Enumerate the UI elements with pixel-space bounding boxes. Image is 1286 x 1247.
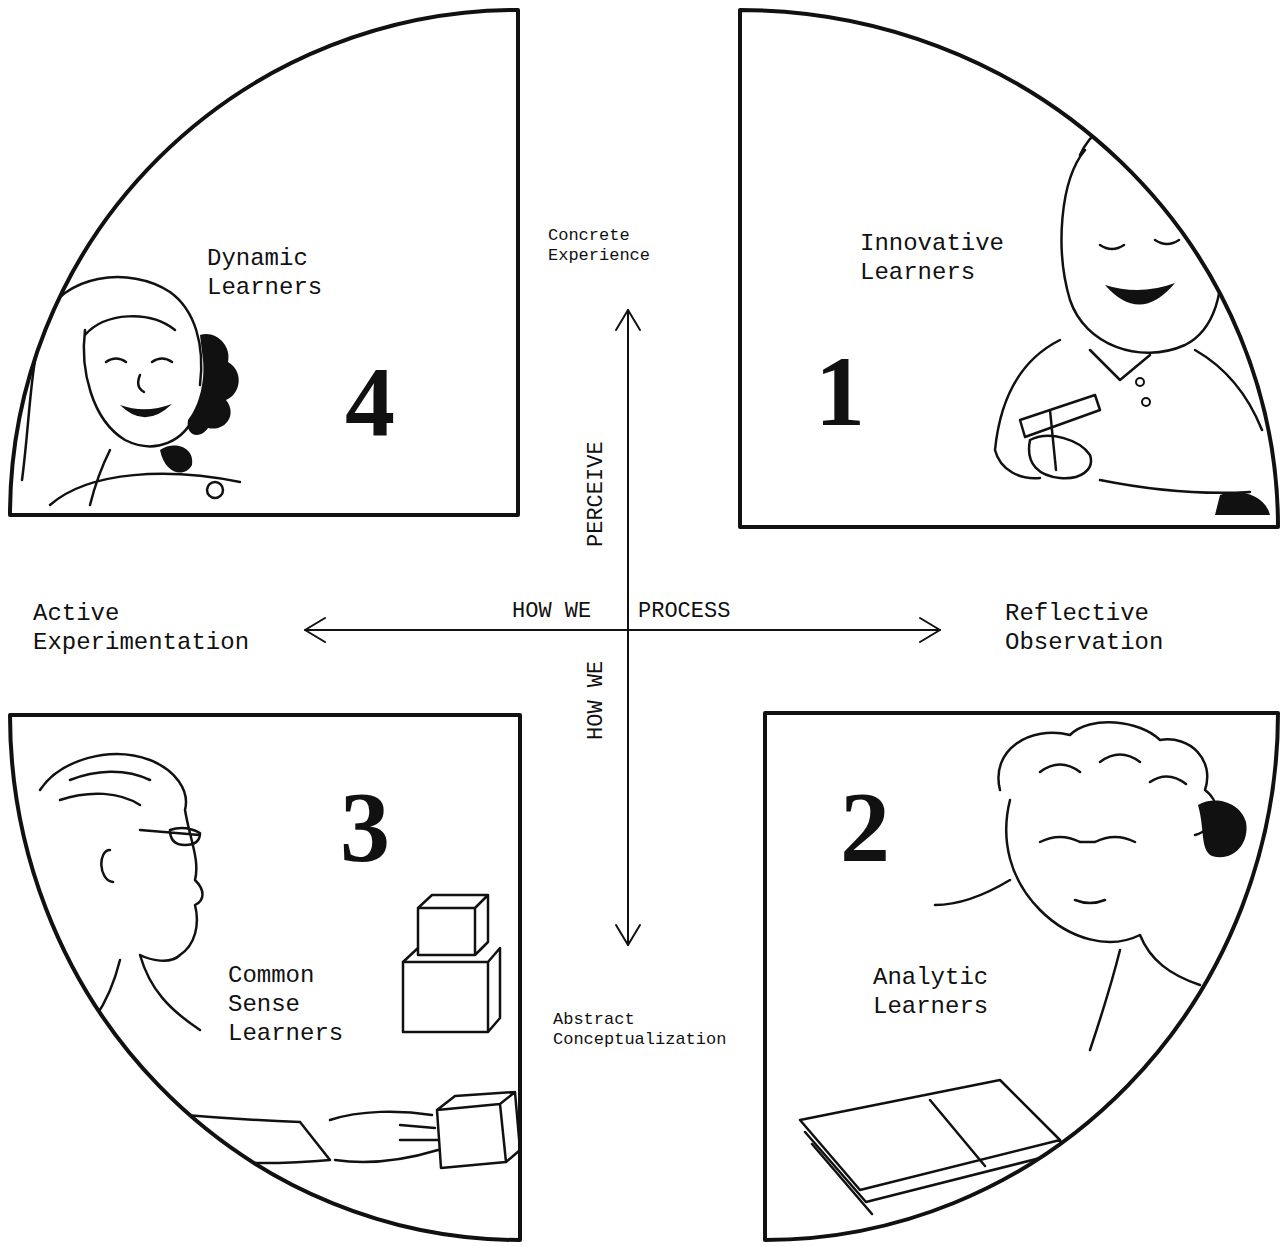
- perceive-axis: [627, 310, 629, 945]
- quadrant-outline: [740, 10, 1278, 527]
- axis-label: HOW WE: [512, 599, 591, 625]
- hair-shading: [160, 334, 239, 473]
- learner-quadrant: Analytic Learners 2: [765, 713, 1278, 1240]
- axis-label: PERCEIVE: [584, 441, 610, 547]
- arrow-head: [616, 925, 640, 945]
- man-figure: [40, 754, 520, 1220]
- learner-quadrant: Dynamic Learners4: [10, 10, 518, 515]
- arrow-head: [920, 618, 940, 642]
- shading: [200, 1181, 250, 1220]
- button: [1136, 378, 1144, 386]
- arrow-head: [305, 618, 325, 642]
- learner-type-label: Dynamic Learners: [207, 245, 337, 303]
- quadrant-number: 3: [340, 777, 390, 877]
- quadrant-border: [765, 713, 1278, 1240]
- quadrant-number: 1: [815, 342, 865, 442]
- hair-shading: [1198, 800, 1247, 857]
- quadrant-number: 4: [345, 352, 395, 452]
- axis-label: Reflective Observation: [1005, 600, 1245, 658]
- process-axis: [305, 629, 940, 631]
- axes: [305, 310, 940, 945]
- man-lines: [40, 754, 520, 1168]
- woman-mouth: [120, 404, 172, 417]
- learner-type-label: Innovative Learners: [860, 230, 1020, 288]
- hair-shading: [1165, 104, 1270, 515]
- quadrant-border: [10, 715, 520, 1240]
- learner-quadrant: Common Sense Learners 3: [10, 715, 520, 1240]
- button: [1142, 398, 1150, 406]
- quadrant-border: [10, 10, 518, 515]
- boy-mouth: [1105, 283, 1175, 305]
- learner-quadrant: Innovative Learners 1: [740, 10, 1278, 527]
- reader-figure: [800, 722, 1247, 1214]
- axis-label: PROCESS: [638, 599, 730, 625]
- quadrant-number: 2: [840, 777, 890, 877]
- axis-label: Concrete Experience: [548, 226, 668, 267]
- quadrant-border: [740, 10, 1278, 527]
- arrow-head: [616, 310, 640, 330]
- axis-label: HOW WE: [584, 661, 610, 740]
- learner-type-label: Common Sense Learners: [228, 962, 358, 1048]
- axis-label: Abstract Conceptualization: [553, 1010, 753, 1051]
- reader-lines: [800, 722, 1216, 1214]
- axis-label: Active Experimentation: [33, 600, 273, 658]
- button: [207, 482, 223, 498]
- learner-type-label: Analytic Learners: [873, 964, 1023, 1022]
